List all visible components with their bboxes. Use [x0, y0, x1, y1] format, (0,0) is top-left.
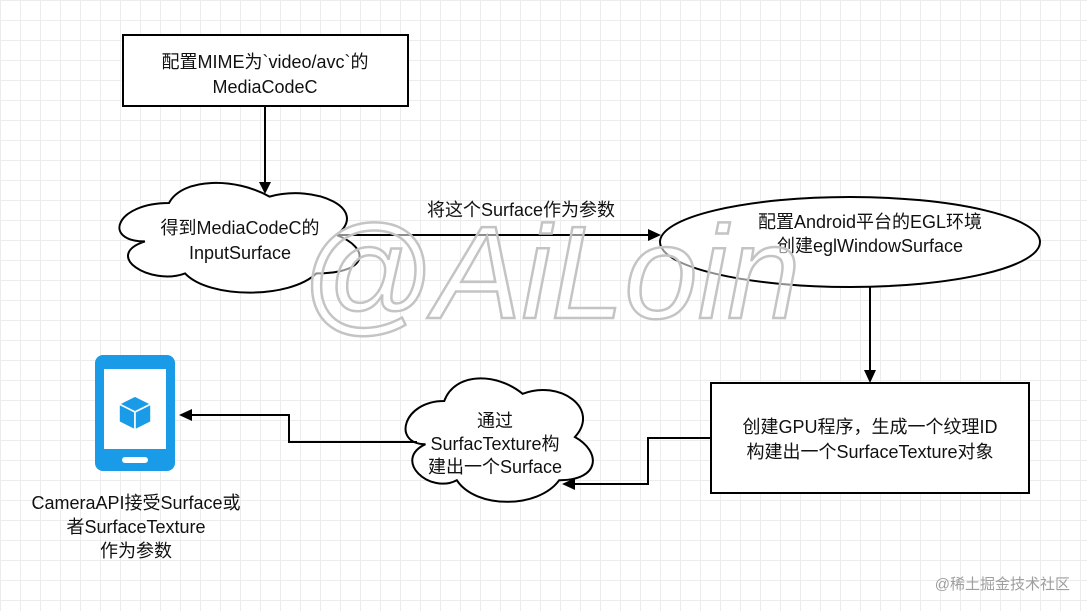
node-label-line: 构建出一个SurfaceTexture对象 [746, 442, 993, 462]
node-label-line: MediaCodeC [212, 77, 317, 97]
node-build-surface: 通过 SurfacTexture构 建出一个Surface [406, 378, 593, 501]
node-configure-mediacodec: 配置MIME为`video/avc`的 MediaCodeC [122, 34, 409, 107]
edge-arrow [259, 106, 271, 194]
node-label-line: 得到MediaCodeC的 [160, 218, 319, 238]
node-label-line: 通过 [477, 411, 513, 431]
node-box [710, 382, 1030, 494]
node-label-line: 作为参数 [100, 541, 172, 561]
node-label-line: SurfacTexture构 [430, 434, 559, 454]
edge-arrow [864, 287, 876, 383]
node-create-surface-texture: 创建GPU程序，生成一个纹理ID 构建出一个SurfaceTexture对象 [710, 382, 1030, 494]
edge-line [191, 414, 417, 443]
arrowhead [648, 229, 661, 241]
cloud-shape [406, 378, 593, 501]
cube-icon [118, 395, 152, 431]
node-label-line: 创建GPU程序，生成一个纹理ID [742, 417, 997, 437]
node-label-line: InputSurface [189, 243, 291, 263]
arrowhead [864, 370, 876, 383]
arrowhead [562, 478, 575, 490]
edge-arrow [179, 409, 417, 443]
edge-arrow: 将这个Surface作为参数 [337, 200, 661, 241]
ellipse-shape [659, 196, 1041, 288]
edge-line [574, 437, 711, 485]
node-label-line: 配置Android平台的EGL环境 [758, 212, 982, 232]
cube-right-face [134, 403, 152, 431]
edge-arrow [562, 437, 711, 490]
node-box [122, 34, 409, 107]
credit-text: @稀土掘金技术社区 [935, 576, 1070, 593]
node-label-line: 者SurfaceTexture [66, 517, 205, 537]
node-label-line: 建出一个Surface [428, 457, 562, 477]
arrowhead [179, 409, 192, 421]
node-configure-egl: 配置Android平台的EGL环境 创建eglWindowSurface [659, 196, 1041, 288]
node-label-line: CameraAPI接受Surface或 [31, 493, 240, 513]
cloud-shape [119, 183, 359, 293]
edge-label: 将这个Surface作为参数 [427, 200, 615, 220]
smartphone-cube-icon [95, 355, 175, 471]
node-get-input-surface: 得到MediaCodeC的 InputSurface [119, 183, 359, 293]
node-label-line: 配置MIME为`video/avc`的 [161, 52, 368, 72]
arrowhead [259, 182, 271, 194]
node-label-line: 创建eglWindowSurface [777, 236, 963, 256]
node-camera-api: CameraAPI接受Surface或 者SurfaceTexture 作为参数 [31, 355, 241, 561]
phone-home-bar [122, 457, 148, 463]
